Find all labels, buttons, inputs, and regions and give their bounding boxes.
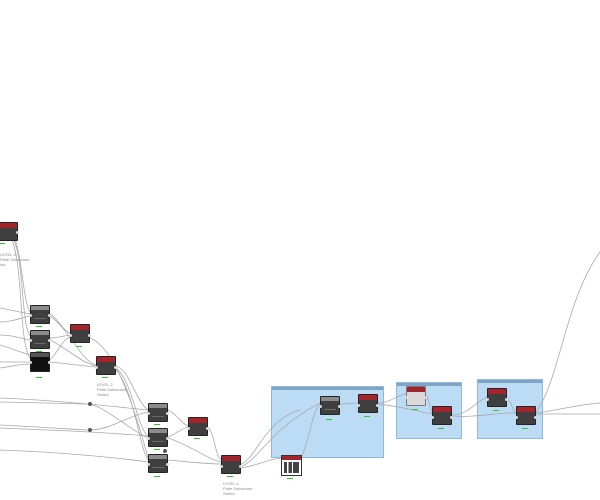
- group-title-bar[interactable]: [478, 380, 542, 383]
- level-note: LEVEL 4 Plate Subarches Switch: [223, 481, 253, 496]
- node-status-indicator: [326, 419, 332, 420]
- node-status-indicator: [76, 346, 82, 347]
- node-block-icon[interactable]: [29, 305, 51, 324]
- node-status-indicator: [36, 326, 42, 327]
- node-block-icon[interactable]: [319, 396, 341, 415]
- level-note: LEVEL 3 Plate Subarches uts: [0, 252, 30, 267]
- group-title-bar[interactable]: [272, 387, 383, 390]
- node-status-indicator: [438, 428, 444, 429]
- level-note: LEVEL 2 Plate Subarches Switch: [97, 382, 127, 397]
- node-status-indicator: [287, 478, 293, 479]
- node-status-indicator: [0, 243, 5, 244]
- node-status-indicator: [493, 410, 499, 411]
- node-status-indicator: [412, 409, 418, 410]
- node-block-icon[interactable]: [357, 394, 379, 413]
- node-block-icon[interactable]: [147, 454, 169, 473]
- wire-junction: [88, 428, 92, 432]
- image-preview-node[interactable]: [281, 455, 302, 476]
- node-status-indicator: [522, 428, 528, 429]
- node-status-indicator: [36, 351, 42, 352]
- node-block-icon[interactable]: [29, 352, 51, 372]
- node-block-icon[interactable]: [220, 455, 242, 474]
- node-block-icon[interactable]: [29, 330, 51, 349]
- node-block-icon[interactable]: [431, 406, 453, 425]
- node-block-icon[interactable]: [95, 356, 117, 375]
- node-block-icon[interactable]: [187, 417, 209, 436]
- node-block-icon[interactable]: [486, 388, 508, 407]
- wire-junction: [88, 402, 92, 406]
- node-block-icon[interactable]: [69, 324, 91, 343]
- node-status-indicator: [154, 424, 160, 425]
- node-status-indicator: [154, 449, 160, 450]
- wire-junction: [163, 449, 167, 453]
- node-block-icon[interactable]: [405, 386, 427, 406]
- node-block-icon[interactable]: [0, 222, 19, 241]
- node-status-indicator: [154, 476, 160, 477]
- node-status-indicator: [227, 476, 233, 477]
- node-block-icon[interactable]: [147, 403, 169, 422]
- group-title-bar[interactable]: [397, 383, 461, 386]
- node-status-indicator: [102, 377, 108, 378]
- node-status-indicator: [36, 377, 42, 378]
- node-block-icon[interactable]: [515, 406, 537, 425]
- node-status-indicator: [194, 438, 200, 439]
- node-block-icon[interactable]: [147, 428, 169, 447]
- node-status-indicator: [364, 416, 370, 417]
